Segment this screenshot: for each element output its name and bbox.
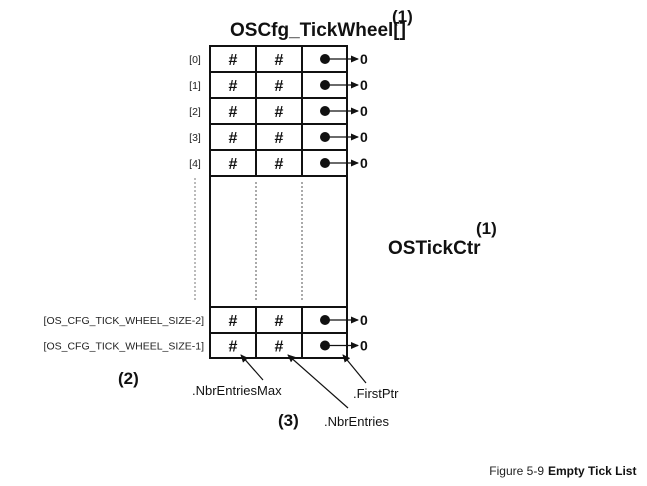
- nbr-entries-max-cell: #: [229, 313, 238, 330]
- nbr-entries-max-leader: [240, 354, 264, 381]
- row-index-label: [4]: [189, 158, 201, 170]
- row-index-label: [3]: [189, 132, 201, 144]
- nbr-entries-max-label: .NbrEntriesMax: [192, 383, 282, 398]
- tick-wheel-row: [OS_CFG_TICK_WHEEL_SIZE-2] # #0: [44, 307, 368, 334]
- row-index-label: [OS_CFG_TICK_WHEEL_SIZE-2]: [44, 315, 205, 327]
- first-ptr-label: .FirstPtr: [353, 386, 399, 401]
- first-ptr-dot: [320, 80, 330, 90]
- nbr-entries-max-cell: #: [229, 104, 238, 121]
- row-index-label: [OS_CFG_TICK_WHEEL_SIZE-1]: [44, 341, 205, 353]
- nbr-entries-max-cell: #: [229, 78, 238, 95]
- nbr-entries-cell: #: [275, 78, 284, 95]
- first-ptr-dot: [320, 315, 330, 325]
- null-value: 0: [360, 103, 368, 119]
- row-index-label: [0]: [189, 54, 201, 66]
- array-note: (1): [392, 7, 413, 26]
- tick-wheel-row: [1] # #0: [189, 72, 368, 99]
- nbr-entries-cell: #: [275, 52, 284, 69]
- tick-wheel-row: [3] # #0: [189, 124, 368, 151]
- first-ptr-dot: [320, 54, 330, 64]
- index-note: (2): [118, 369, 139, 388]
- nbr-entries-max-cell: #: [229, 52, 238, 69]
- null-value: 0: [360, 155, 368, 171]
- top-rows: [0] # #0 [1] # #0 [2] # #0 [3] # #0 [4] # #0: [189, 46, 368, 177]
- nbr-entries-cell: #: [275, 313, 284, 330]
- figure-label: Figure 5-9: [489, 464, 544, 478]
- nbr-entries-max-cell: #: [229, 339, 238, 356]
- tick-wheel-row: [4] # #0: [189, 150, 368, 177]
- counter-note: (1): [476, 219, 497, 238]
- tick-wheel-row: [0] # #0: [189, 46, 368, 73]
- nbr-entries-cell: #: [275, 156, 284, 173]
- null-value: 0: [360, 129, 368, 145]
- tick-wheel-row: [2] # #0: [189, 98, 368, 125]
- nbr-entries-leader: [287, 354, 349, 409]
- figure-title: Empty Tick List: [548, 464, 636, 478]
- first-ptr-dot: [320, 106, 330, 116]
- null-value: 0: [360, 77, 368, 93]
- fields-note: (3): [278, 411, 299, 430]
- first-ptr-leader: [342, 354, 367, 384]
- nbr-entries-cell: #: [275, 130, 284, 147]
- counter-title: OSTickCtr: [388, 238, 481, 259]
- bottom-rows: [OS_CFG_TICK_WHEEL_SIZE-2]##0[OS_CFG_TIC…: [44, 307, 368, 359]
- row-index-label: [1]: [189, 80, 201, 92]
- nbr-entries-max-cell: #: [229, 130, 238, 147]
- null-value: 0: [360, 312, 368, 328]
- nbr-entries-cell: #: [275, 339, 284, 356]
- array-title: OSCfg_TickWheel[]: [230, 20, 406, 41]
- nbr-entries-cell: #: [275, 104, 284, 121]
- first-ptr-dot: [320, 132, 330, 142]
- row-index-label: [2]: [189, 106, 201, 118]
- first-ptr-dot: [320, 158, 330, 168]
- null-value: 0: [360, 338, 368, 354]
- first-ptr-dot: [320, 340, 330, 351]
- nbr-entries-label: .NbrEntries: [324, 414, 390, 429]
- tick-wheel-row: [OS_CFG_TICK_WHEEL_SIZE-1] # #0: [44, 333, 368, 359]
- null-value: 0: [360, 51, 368, 67]
- nbr-entries-max-cell: #: [229, 156, 238, 173]
